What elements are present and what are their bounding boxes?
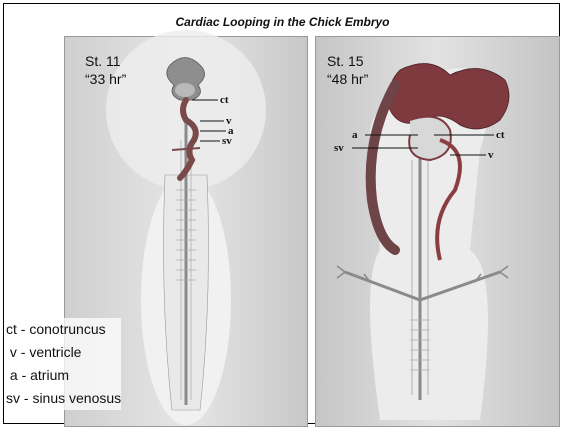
label-ct-st15: ct (496, 129, 505, 141)
label-sv-st11: sv (222, 135, 232, 147)
legend-item-ct: ct - conotruncus (6, 318, 121, 341)
label-v-st15: v (488, 149, 494, 161)
legend-item-v: v - ventricle (6, 341, 121, 364)
stage-15-hours: “48 hr” (327, 70, 368, 88)
label-sv-st15: sv (334, 142, 344, 154)
stage-11-label: St. 11 (85, 52, 126, 70)
stage-15-caption: St. 15 “48 hr” (327, 52, 368, 88)
stage-15-label: St. 15 (327, 52, 368, 70)
embryo-stage-15 (316, 37, 559, 426)
abbreviation-legend: ct - conotruncus v - ventricle a - atriu… (6, 318, 121, 410)
stage-11-caption: St. 11 “33 hr” (85, 52, 126, 88)
stage-11-hours: “33 hr” (85, 70, 126, 88)
legend-item-sv: sv - sinus venosus (6, 387, 121, 410)
label-a-st15: a (352, 129, 358, 141)
label-ct-st11: ct (220, 94, 229, 106)
legend-item-a: a - atrium (6, 364, 121, 387)
